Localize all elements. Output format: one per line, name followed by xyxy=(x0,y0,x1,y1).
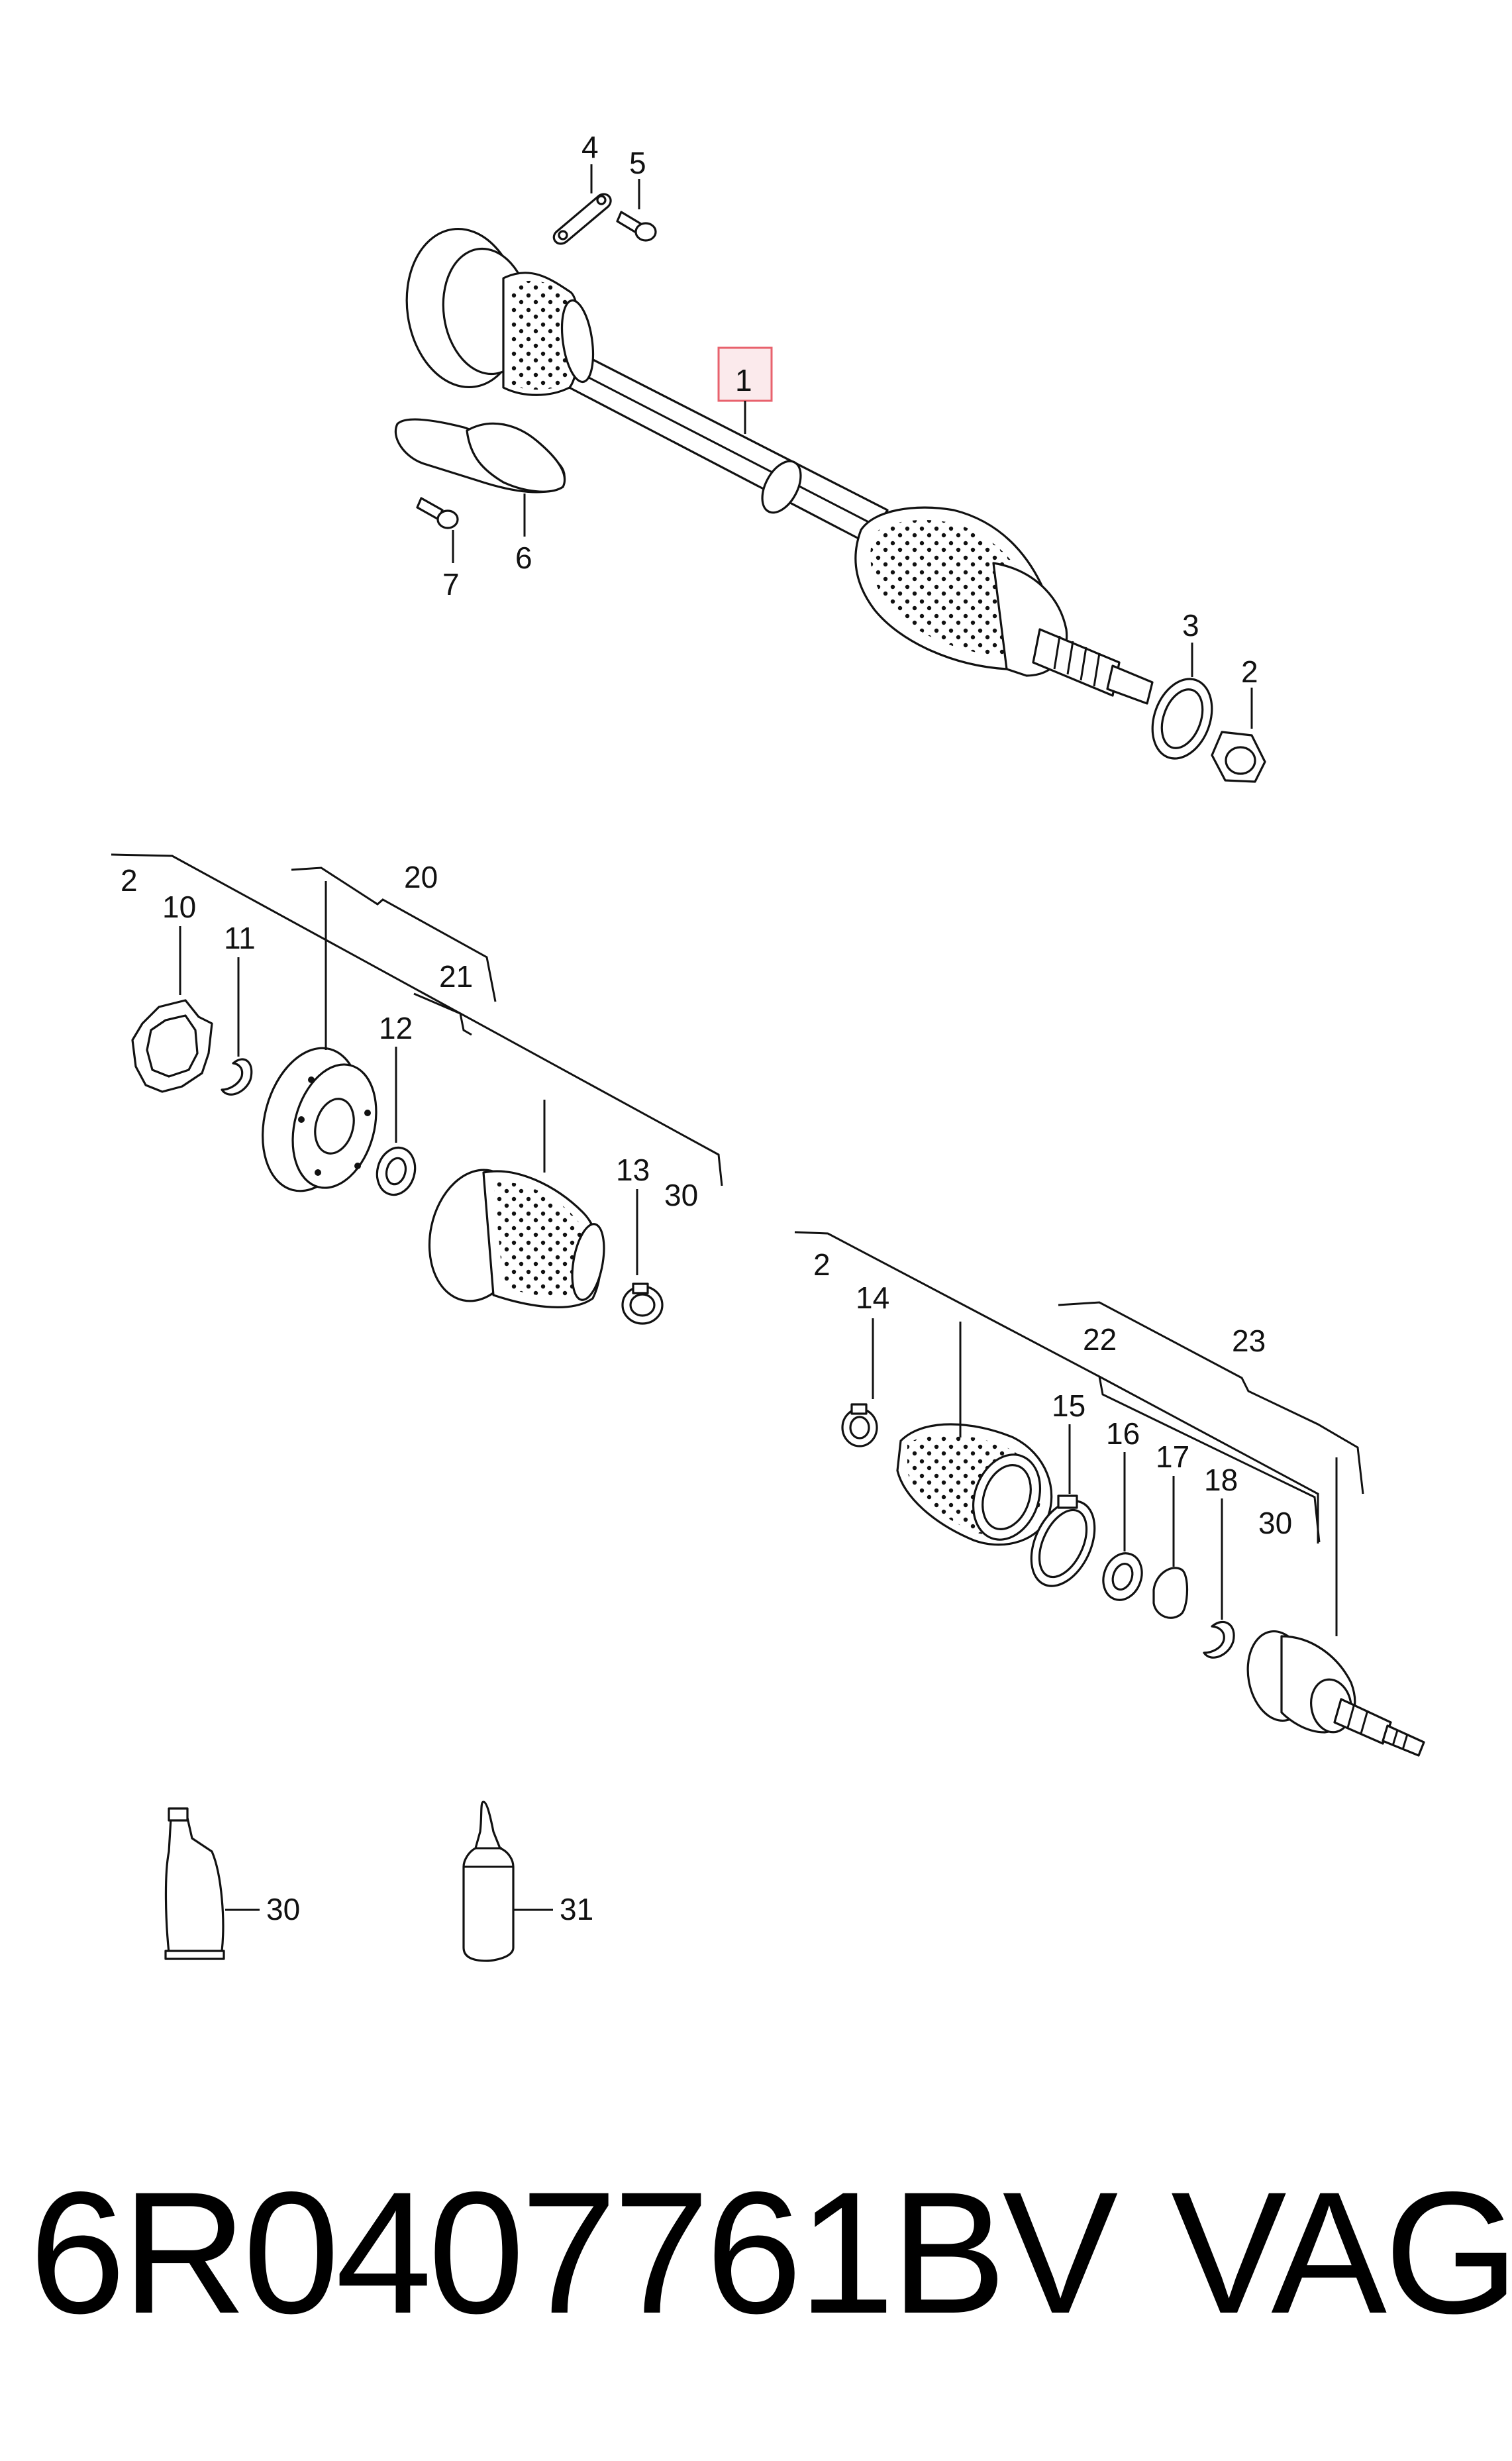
callout-12: 12 xyxy=(379,1011,413,1045)
callout-18: 18 xyxy=(1204,1463,1238,1497)
gasket xyxy=(131,999,213,1093)
callout-15: 15 xyxy=(1052,1388,1085,1423)
callout-21: 21 xyxy=(439,959,473,994)
callout-11: 11 xyxy=(224,921,256,955)
callout-30-a: 30 xyxy=(664,1178,698,1212)
drive-shaft-assembly xyxy=(405,227,1154,705)
part-number-label: 6R0407761BV xyxy=(29,2156,1118,2350)
socket-bolt-5 xyxy=(616,211,657,242)
callout-2-top: 2 xyxy=(1241,655,1258,689)
inner-joint-boot xyxy=(428,1169,605,1308)
callout-16: 16 xyxy=(1106,1416,1140,1451)
callout-13: 13 xyxy=(616,1153,650,1187)
callout-10: 10 xyxy=(162,890,196,924)
circlip-18 xyxy=(1203,1620,1235,1659)
dished-spring xyxy=(1152,1567,1189,1619)
callout-5: 5 xyxy=(629,146,646,180)
boot-clamp-14 xyxy=(841,1403,878,1447)
lock-plate xyxy=(552,193,612,245)
callout-23: 23 xyxy=(1232,1324,1266,1358)
callout-6: 6 xyxy=(515,541,532,575)
boot-clamp-13 xyxy=(621,1283,664,1325)
brand-label: VAG xyxy=(1171,2156,1512,2350)
callout-1: 1 xyxy=(735,363,752,397)
callout-4: 4 xyxy=(581,130,599,164)
circlip-11 xyxy=(221,1058,253,1096)
spacer-washer xyxy=(1102,1552,1143,1601)
callout-highlight-box-1 xyxy=(717,346,773,402)
hex-nut xyxy=(1211,731,1266,783)
outer-joint-kit-bracket xyxy=(794,1231,1364,1544)
sealant-bottle xyxy=(462,1801,515,1962)
callout-14: 14 xyxy=(856,1281,889,1315)
outer-joint-boot xyxy=(896,1423,1053,1546)
inner-cv-joint xyxy=(262,1047,378,1192)
callout-30-c: 30 xyxy=(266,1892,300,1926)
callout-20: 20 xyxy=(404,860,438,894)
callout-31: 31 xyxy=(560,1892,593,1926)
boot-clamp-15 xyxy=(1030,1494,1096,1587)
shaft-collar xyxy=(761,460,802,514)
inner-joint-kit-bracket xyxy=(111,853,723,1186)
callout-30-b: 30 xyxy=(1258,1506,1292,1540)
splined-stub-shaft xyxy=(1032,628,1121,697)
callout-17: 17 xyxy=(1156,1440,1189,1474)
callout-7: 7 xyxy=(442,567,460,602)
thrust-washer xyxy=(1151,678,1213,760)
dished-washer xyxy=(376,1146,417,1196)
heat-shield xyxy=(394,418,566,494)
callout-3: 3 xyxy=(1182,608,1199,643)
grease-tube xyxy=(164,1807,225,1960)
socket-bolt-7 xyxy=(416,497,459,529)
callout-2-mid: 2 xyxy=(121,863,138,898)
callout-2-bottom: 2 xyxy=(813,1247,831,1282)
outer-cv-joint-kit xyxy=(1246,1630,1425,1757)
callout-22: 22 xyxy=(1083,1322,1117,1357)
